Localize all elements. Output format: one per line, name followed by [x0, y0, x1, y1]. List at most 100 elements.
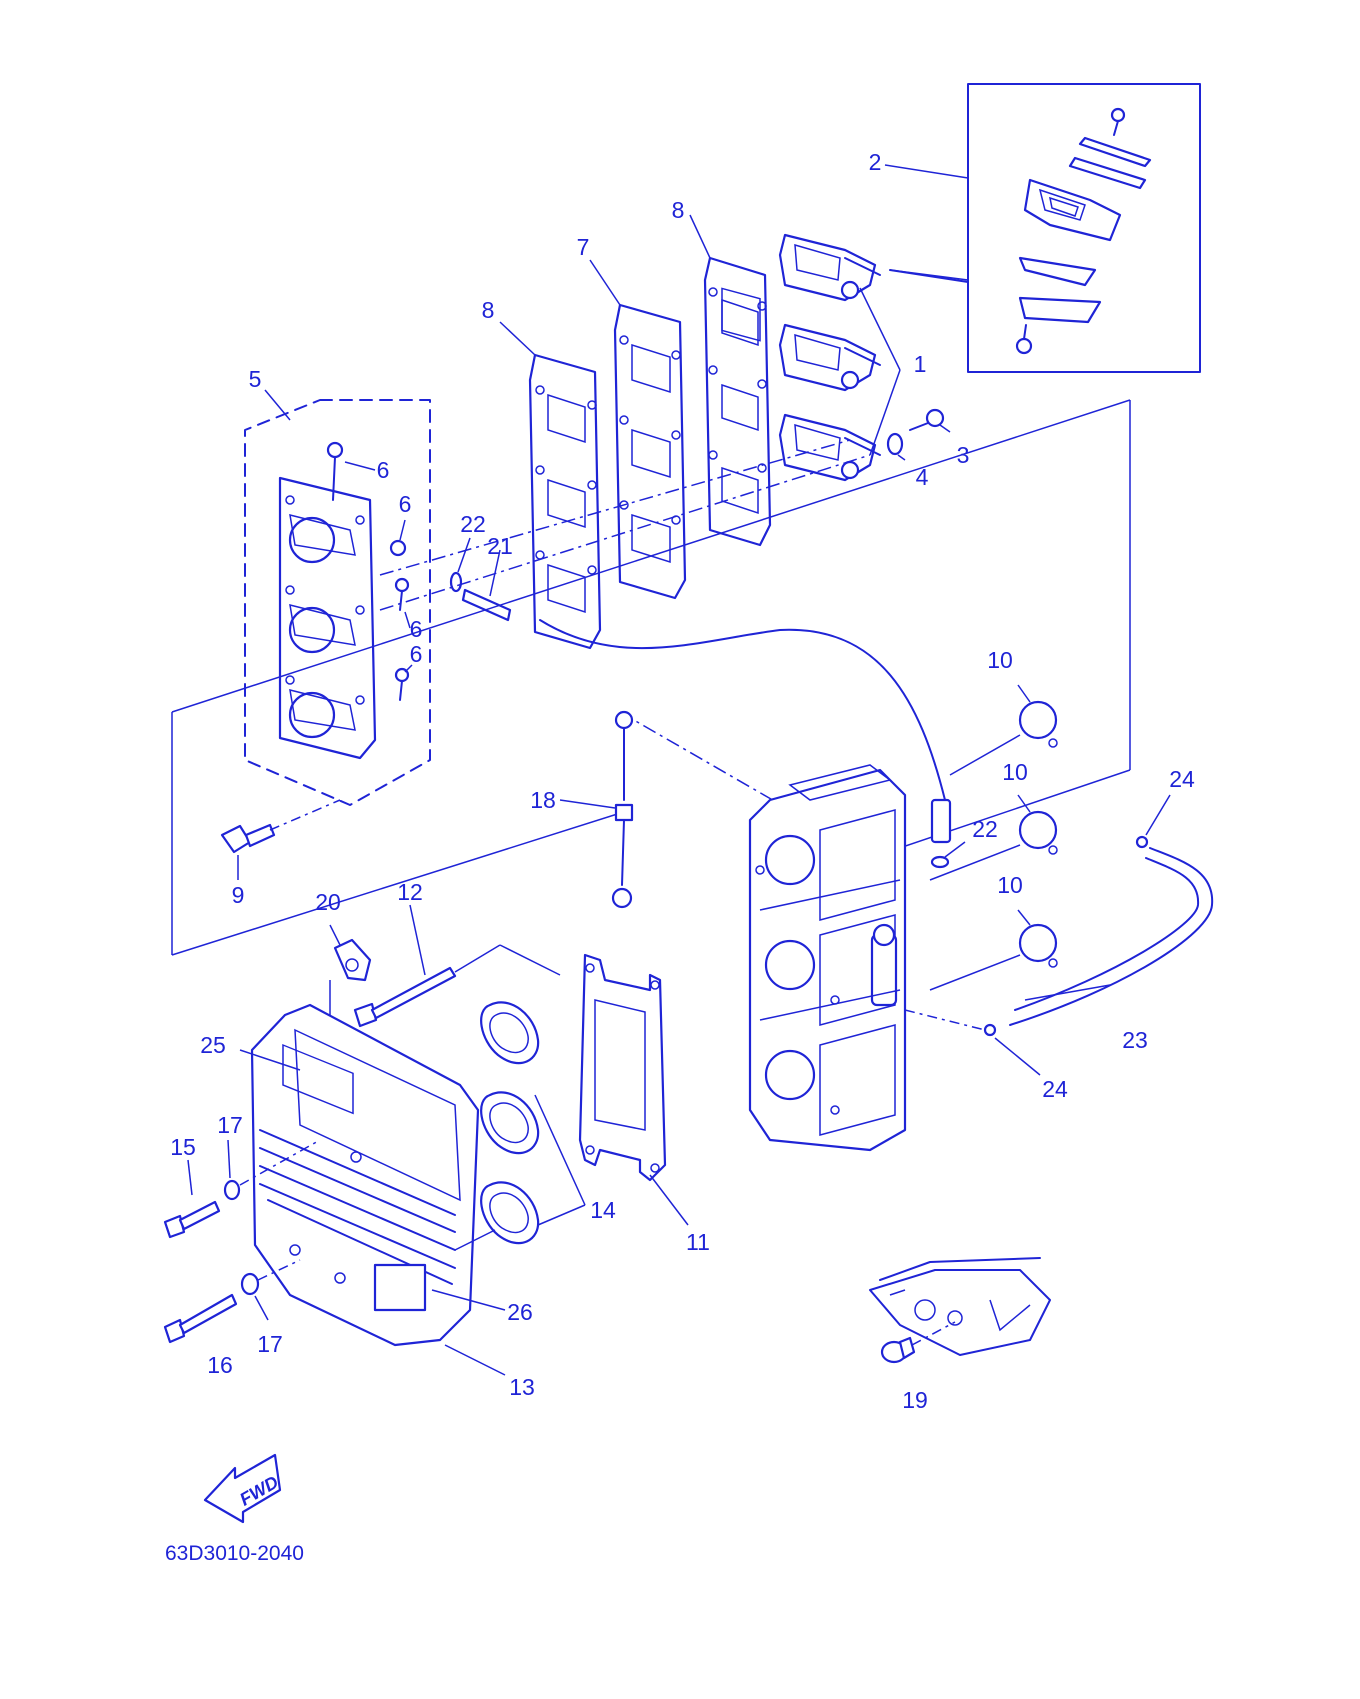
callout-1: 1 [914, 351, 927, 377]
screw-6a [326, 441, 344, 501]
reed-valve-assembly-1 [778, 233, 881, 302]
callout-5: 5 [249, 366, 262, 392]
leader-1b [869, 369, 901, 456]
o-ring-14a [480, 1001, 540, 1065]
washer-4 [886, 432, 904, 456]
callout-9: 9 [232, 882, 245, 908]
callout-6b: 6 [399, 491, 412, 517]
callout-10b: 10 [1002, 759, 1028, 785]
callout-11: 11 [686, 1229, 710, 1255]
leader-26 [431, 1289, 506, 1311]
part-code: 63D3010-2040 [165, 1542, 304, 1565]
screw-6c [394, 577, 410, 611]
gasket-11 [578, 953, 667, 1182]
o-ring-10c [1018, 923, 1058, 968]
o-ring-10b [1018, 810, 1058, 855]
gasket-7 [613, 303, 687, 600]
callout-6a: 6 [377, 457, 390, 483]
hose-fitting [930, 798, 952, 844]
clip-24-bottom [983, 1023, 997, 1037]
callout-4: 4 [916, 464, 929, 490]
assembly-center-lines [379, 439, 871, 811]
callout-8b: 8 [672, 197, 685, 223]
o-ring-14c [480, 1181, 540, 1245]
inset-gasket-lower [1018, 296, 1102, 324]
o-ring-22-top [449, 571, 463, 593]
reed-valve-assembly-3 [778, 413, 881, 482]
callout-17a: 17 [217, 1112, 243, 1138]
reed-valve-assembly-2 [778, 323, 881, 392]
leader-13 [444, 1344, 506, 1376]
leader-8b [689, 214, 711, 259]
intake-manifold-group-5 [244, 399, 431, 806]
callout-18: 18 [530, 787, 556, 813]
fuel-hose [539, 619, 946, 841]
gasket-8-right [703, 256, 772, 547]
alignment-frame [171, 399, 1131, 956]
leader-18 [559, 799, 616, 809]
callout-12: 12 [397, 879, 423, 905]
intake-silencer-13 [250, 1003, 480, 1347]
housing-fragment [869, 1257, 1051, 1356]
leader-8a [499, 321, 536, 356]
leader-2 [884, 164, 969, 179]
o-ring-10a [1018, 700, 1058, 748]
forward-direction-arrow: FWD [203, 1453, 282, 1524]
washer-17b [240, 1272, 260, 1296]
callout-24a: 24 [1169, 766, 1195, 792]
bolt-9 [220, 823, 276, 854]
callout-22b: 22 [972, 816, 998, 842]
link-rod-18 [611, 710, 634, 909]
callout-20: 20 [315, 889, 341, 915]
callout-7: 7 [577, 234, 590, 260]
inset-reed-stopper [1078, 136, 1152, 168]
clip-24-top [1135, 835, 1149, 849]
callout-16: 16 [207, 1352, 233, 1378]
bracket-20 [333, 938, 372, 982]
callout-14: 14 [590, 1197, 616, 1223]
inset-reed-petal [1068, 156, 1147, 190]
inset-gasket-plate [1018, 256, 1097, 287]
callout-21: 21 [487, 533, 513, 559]
leader-1a [859, 287, 901, 371]
screw-3 [909, 408, 945, 431]
callout-25: 25 [200, 1032, 226, 1058]
screw-6b [389, 539, 407, 557]
callout-19: 19 [902, 1387, 928, 1413]
bolt-16 [163, 1293, 238, 1344]
leader-7 [589, 259, 621, 306]
dowel-pin-21 [461, 588, 512, 622]
reed-valve-detail-inset [889, 83, 1201, 373]
leader-11 [649, 1174, 689, 1226]
washer-17a [223, 1179, 241, 1201]
callout-24b: 24 [1042, 1076, 1068, 1102]
callout-17b: 17 [257, 1331, 283, 1357]
leader-5 [264, 389, 291, 421]
screw-6d [394, 667, 410, 701]
callout-10c: 10 [997, 872, 1023, 898]
callout-26: 26 [507, 1299, 533, 1325]
inset-reed-block [1023, 178, 1122, 242]
callout-13: 13 [509, 1374, 535, 1400]
callout-labels: 1 2 3 4 5 6 6 6 6 7 8 8 9 10 10 10 11 12… [170, 149, 1195, 1413]
bolt-12 [353, 966, 457, 1028]
callout-10a: 10 [987, 647, 1013, 673]
callout-15: 15 [170, 1134, 196, 1160]
label-26 [373, 1263, 427, 1312]
callout-6c: 6 [410, 616, 423, 642]
callout-22a: 22 [460, 511, 486, 537]
callout-23: 23 [1122, 1027, 1148, 1053]
carburetor-assembly [748, 764, 907, 1152]
inset-screw-top [1110, 107, 1126, 136]
hose-23 [1009, 847, 1214, 1026]
inset-screw-bottom [1015, 324, 1033, 355]
drain-plug-19 [880, 1336, 916, 1364]
leader-25 [239, 1049, 301, 1071]
callout-6d: 6 [410, 641, 423, 667]
o-ring-22-bottom [930, 855, 950, 869]
o-ring-14b [480, 1091, 540, 1155]
callout-8a: 8 [482, 297, 495, 323]
bolt-15 [163, 1200, 221, 1239]
